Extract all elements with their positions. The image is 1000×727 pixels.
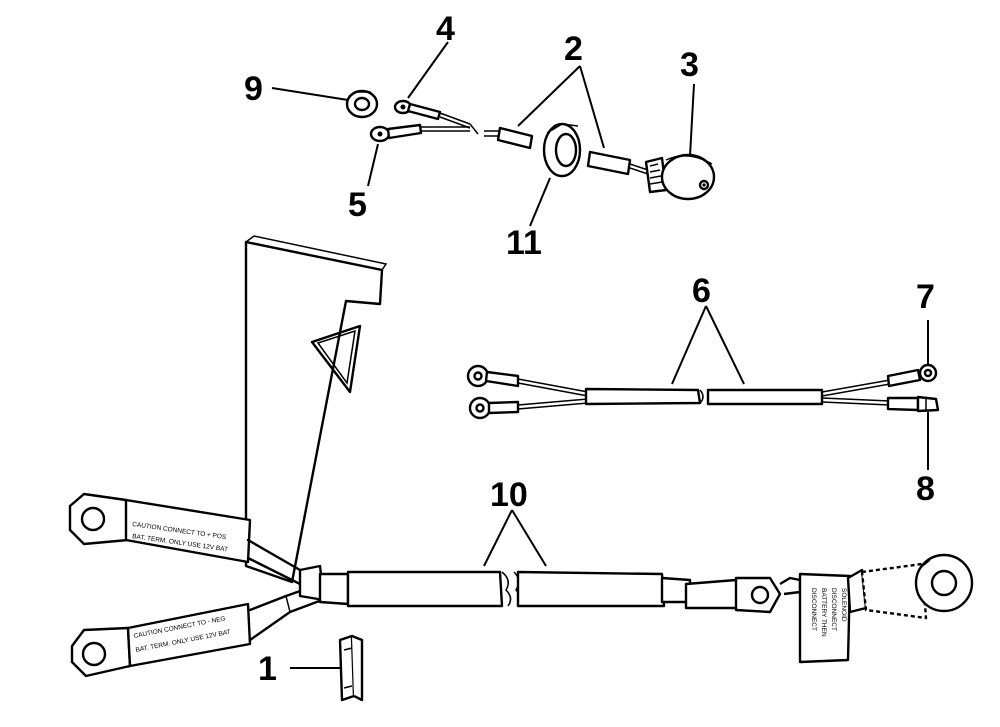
part-2-sleeve-left [484, 126, 534, 150]
solenoid-tag-line2: BATTERY THEN [820, 588, 827, 637]
part-10-battery-cable-assembly: CAUTION CONNECT TO + POS BAT. TERM. ONLY… [68, 235, 974, 678]
negative-terminal-lug: CAUTION CONNECT TO - NEG BAT. TERM. ONLY… [70, 582, 324, 678]
solenoid-terminal-lug [684, 576, 782, 614]
callout-2: 2 [564, 30, 583, 68]
callout-3: 3 [680, 46, 699, 84]
part-4-ring-terminal [393, 99, 471, 129]
part-11-grommet [542, 122, 582, 178]
callout-1: 1 [258, 650, 277, 688]
callout-4: 4 [436, 10, 455, 48]
wire-break [469, 123, 479, 135]
part-1-grommet [338, 634, 364, 702]
callout-6: 6 [692, 272, 711, 310]
solenoid-tag-line4: SOLENOID [840, 588, 847, 622]
callout-9: 9 [244, 70, 263, 108]
solenoid-tag-line3: DISCONNECT [830, 588, 837, 631]
switch-assembly [345, 89, 716, 201]
solenoid-tag-line1: DISCONNECT [810, 588, 817, 631]
callout-8: 8 [916, 470, 935, 508]
positive-terminal-lug: CAUTION CONNECT TO + POS BAT. TERM. ONLY… [68, 492, 318, 586]
solenoid-warning-tag: DISCONNECT BATTERY THEN DISCONNECT SOLEN… [798, 572, 852, 664]
terminal-cover-boot [244, 235, 388, 584]
part-9-nut [345, 89, 379, 119]
callout-10: 10 [490, 476, 528, 514]
callout-11: 11 [506, 224, 542, 262]
part-3-ignition-switch [644, 153, 716, 201]
part-5-ring-terminal [369, 123, 470, 143]
part-6-wire-assembly [466, 363, 940, 420]
cable-sleeve-right [516, 570, 666, 608]
leader-lines [271, 41, 929, 669]
right-terminal-boot [846, 553, 974, 620]
callout-5: 5 [348, 186, 367, 224]
part-2-sleeve-right [586, 150, 649, 176]
cable-sleeve-left [346, 570, 504, 608]
callout-7: 7 [916, 278, 935, 316]
callout-numbers: 9 4 5 2 3 11 6 7 8 10 1 [244, 10, 935, 688]
